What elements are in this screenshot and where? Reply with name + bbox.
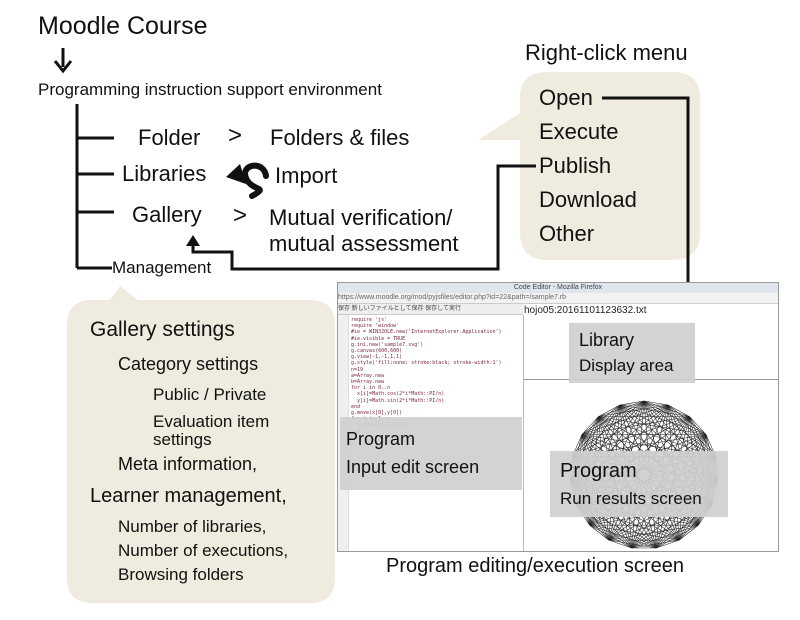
polygon-chord xyxy=(598,404,621,417)
filename-label: hojo05:20161101123632.txt xyxy=(524,305,647,316)
polygon-chord xyxy=(643,400,716,458)
input-label-line2: Input edit screen xyxy=(346,457,480,477)
library-label-line2: Display area xyxy=(579,356,674,375)
polygon-chord xyxy=(589,524,632,549)
learner-management: Learner management, xyxy=(90,485,287,507)
gallery-target-line1: Mutual verification/ xyxy=(269,205,453,230)
address-bar: https://www.moodle.org/mod/pyjsfiles/edi… xyxy=(338,293,778,304)
polygon-chord xyxy=(643,400,669,406)
tree-lines xyxy=(75,104,114,270)
separator-folder: > xyxy=(228,122,243,149)
menu-item-open: Open xyxy=(539,85,593,110)
environment-label: Programming instruction support environm… xyxy=(38,80,382,99)
editor-toolbar: 保存 新しいファイルとして保存 保存して実行 xyxy=(338,304,523,315)
polygon-chord xyxy=(608,524,699,541)
tree-gallery: Gallery xyxy=(132,202,202,227)
category-settings: Category settings xyxy=(118,354,259,374)
menu-item-other: Other xyxy=(539,221,595,246)
polygon-chord xyxy=(572,416,690,458)
polygon-chord xyxy=(572,400,645,458)
window-title: Code Editor - Mozilla Firefox xyxy=(338,283,778,293)
run-label-line1: Program xyxy=(560,460,637,482)
tree-folder-target: Folders & files xyxy=(270,125,410,150)
gallery-settings-heading: Gallery settings xyxy=(90,318,235,341)
polygon-chord xyxy=(667,404,716,457)
browsing-folders: Browsing folders xyxy=(118,565,244,584)
gallery-arrowhead xyxy=(186,235,200,246)
separator-gallery: > xyxy=(233,202,248,229)
right-click-menu-title: Right-click menu xyxy=(525,40,688,65)
polygon-chord xyxy=(643,400,707,435)
polygon-chord xyxy=(619,404,707,435)
right-click-menu-bubble xyxy=(478,72,700,260)
polygon-chord xyxy=(619,404,716,458)
public-private: Public / Private xyxy=(153,385,267,404)
polygon-chord xyxy=(581,404,621,435)
polygon-chord xyxy=(589,524,609,541)
polygon-chord xyxy=(656,539,680,549)
polygon-chord xyxy=(581,416,599,435)
evaluation-item-line2: settings xyxy=(153,430,212,449)
polygon-chord xyxy=(608,539,632,549)
polygon-chord xyxy=(643,400,690,417)
import-arrow xyxy=(226,162,269,199)
menu-item-publish: Publish xyxy=(539,153,612,178)
course-down-arrow xyxy=(53,48,73,74)
polygon-chord xyxy=(667,404,707,435)
input-label-line1: Program xyxy=(346,429,416,449)
polygon-chord xyxy=(598,404,669,417)
code-editor-screenshot: Code Editor - Mozilla Firefox https://ww… xyxy=(337,282,779,552)
polygon-chord xyxy=(689,416,716,457)
polygon-chord xyxy=(656,524,699,549)
polygon-chord xyxy=(689,416,707,435)
input-edit-overlay: Program Input edit screen xyxy=(340,417,522,490)
run-results-overlay: Program Run results screen xyxy=(550,451,728,517)
polygon-chord xyxy=(631,524,699,549)
library-label-line1: Library xyxy=(579,330,635,350)
polygon-chord xyxy=(667,404,690,417)
gallery-target-line2: mutual assessment xyxy=(269,231,459,256)
polygon-chord xyxy=(572,416,599,457)
polygon-chord xyxy=(679,524,699,541)
polygon-chord xyxy=(631,539,680,549)
moodle-course-title: Moodle Course xyxy=(38,12,208,40)
run-label-line2: Run results screen xyxy=(560,489,702,508)
polygon-chord xyxy=(572,404,621,457)
screen-caption: Program editing/execution screen xyxy=(386,555,684,577)
evaluation-item-line1: Evaluation item xyxy=(153,412,270,431)
menu-item-download: Download xyxy=(539,187,637,212)
polygon-chord xyxy=(589,524,680,541)
tree-libraries: Libraries xyxy=(122,161,207,186)
meta-information: Meta information, xyxy=(118,454,258,474)
tree-import: Import xyxy=(275,163,338,188)
polygon-chord xyxy=(619,404,690,417)
tree-management: Management xyxy=(112,258,212,277)
menu-item-execute: Execute xyxy=(539,119,619,144)
gallery-settings-bubble xyxy=(67,286,335,603)
number-of-libraries: Number of libraries, xyxy=(118,517,267,536)
polygon-chord xyxy=(589,524,657,549)
polygon-chord xyxy=(581,400,645,435)
number-of-executions: Number of executions, xyxy=(118,541,289,560)
open-to-screen-connector xyxy=(602,96,690,288)
polygon-chord xyxy=(598,400,645,417)
publish-to-gallery-connector xyxy=(191,164,536,271)
polygon-chord xyxy=(608,539,657,549)
polygon-chord xyxy=(619,400,645,406)
polygon-chord xyxy=(598,416,716,458)
tree-folder: Folder xyxy=(138,125,201,150)
library-area-overlay: Library Display area xyxy=(569,323,695,383)
polygon-chord xyxy=(581,404,669,435)
